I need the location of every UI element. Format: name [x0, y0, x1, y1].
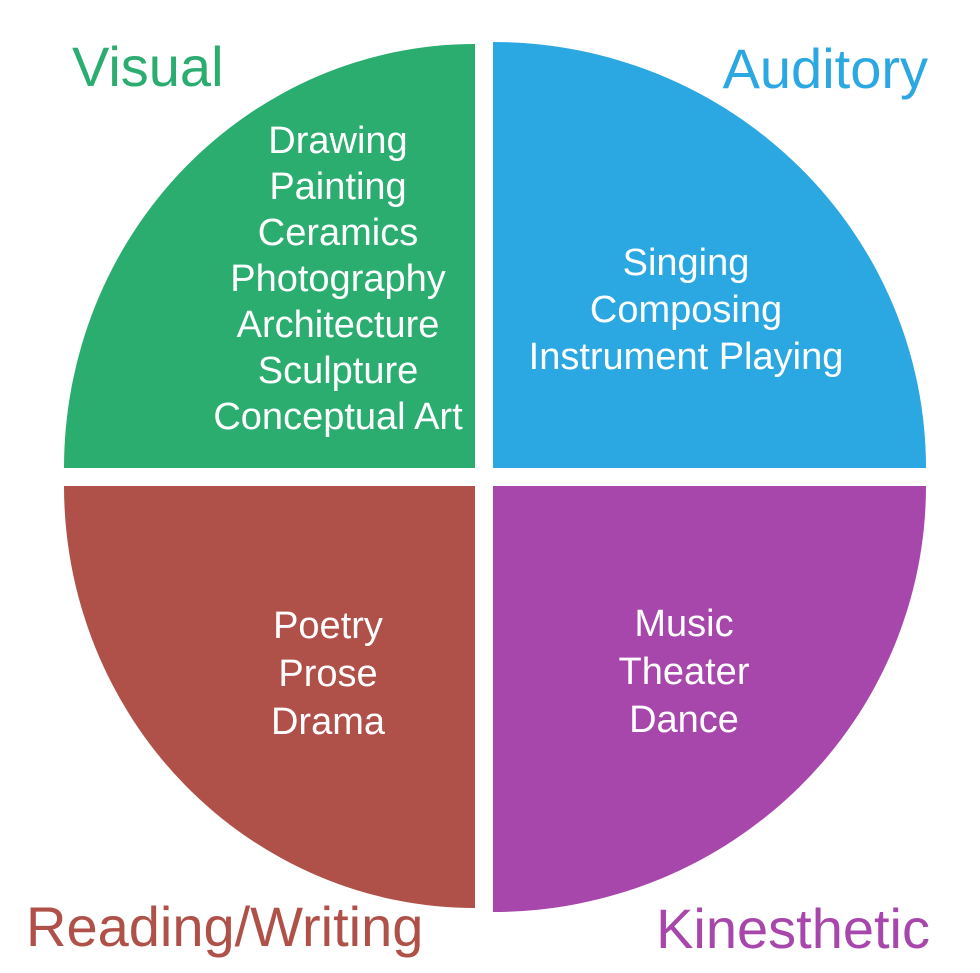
list-item: Ceramics [257, 212, 419, 254]
list-item: Instrument Playing [528, 336, 844, 378]
list-item: Painting [269, 166, 407, 208]
list-item: Drama [270, 701, 386, 743]
list-item: Sculpture [257, 350, 419, 392]
kinesthetic-items-list: Music Theater Dance [504, 600, 864, 744]
list-item: Drawing [268, 120, 408, 162]
list-item: Singing [622, 242, 750, 284]
list-item: Dance [629, 699, 739, 741]
kinesthetic-label: Kinesthetic [656, 897, 930, 960]
visual-items-list: Drawing Painting Ceramics Photography Ar… [128, 118, 548, 440]
auditory-items-list: Singing Composing Instrument Playing [486, 240, 886, 381]
list-item: Architecture [236, 304, 440, 346]
reading-writing-items-list: Poetry Prose Drama [148, 602, 508, 746]
list-item: Prose [278, 653, 378, 695]
list-item: Poetry [273, 605, 383, 647]
visual-label: Visual [72, 35, 224, 98]
list-item: Composing [589, 289, 783, 331]
reading-writing-label: Reading/Writing [26, 895, 424, 958]
auditory-label: Auditory [722, 37, 928, 100]
list-item: Music [634, 603, 734, 645]
list-item: Conceptual Art [213, 396, 463, 438]
list-item: Theater [618, 651, 750, 693]
list-item: Photography [230, 258, 446, 300]
